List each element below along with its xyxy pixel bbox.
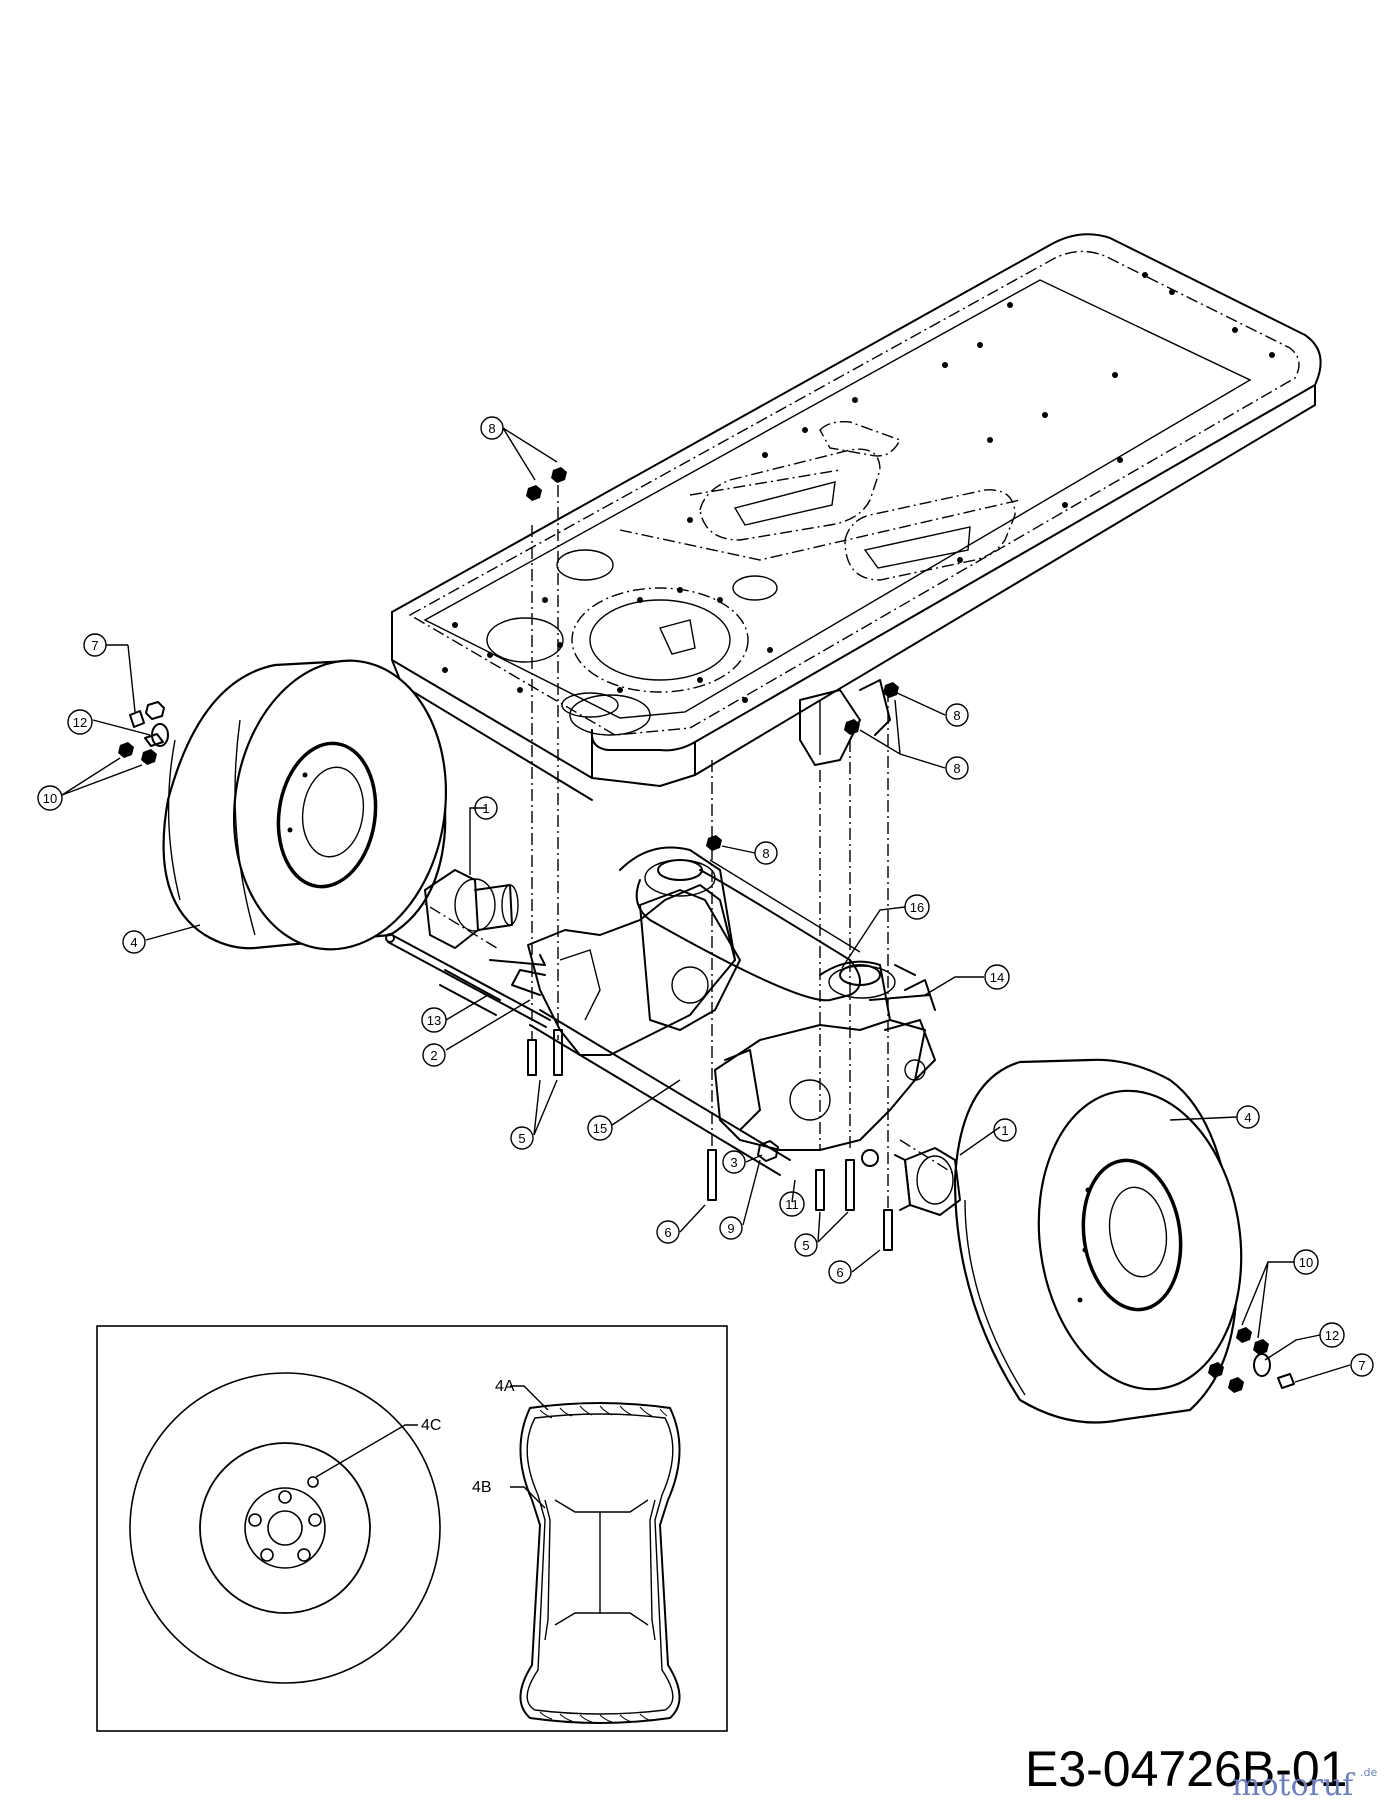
callout-3: 3 [722,1150,746,1174]
callout-label: 1 [1001,1123,1008,1138]
inset-label-4b: 4B [472,1479,492,1496]
watermark: motoruf [1232,1768,1355,1800]
callout-label: 15 [593,1121,607,1136]
callout-8-center: 8 [754,841,778,865]
callout-label: 2 [430,1048,437,1063]
callout-label: 7 [91,638,98,653]
callout-label: 11 [785,1197,799,1212]
callout-label: 16 [910,900,924,915]
callout-8-top: 8 [480,416,504,440]
callout-label: 12 [1325,1328,1339,1343]
callout-label: 6 [836,1265,843,1280]
callout-16: 16 [904,894,930,920]
callout-15: 15 [587,1115,613,1141]
leader-lines [61,427,1351,1383]
callout-4-right: 4 [1236,1105,1260,1129]
callout-10-left: 10 [37,785,63,811]
callout-label: 14 [990,970,1004,985]
callout-label: 8 [953,708,960,723]
callout-label: 10 [43,791,57,806]
callout-label: 8 [488,421,495,436]
callout-label: 6 [664,1225,671,1240]
callout-label: 13 [427,1013,441,1028]
callout-9: 9 [719,1216,743,1240]
callout-2: 2 [422,1043,446,1067]
inset-label-4c: 4C [421,1417,441,1434]
callout-8-right-lower: 8 [945,756,969,780]
callout-8-right-upper: 8 [945,703,969,727]
callout-label: 9 [727,1221,734,1236]
callout-10-right: 10 [1293,1249,1319,1275]
callout-12-left: 12 [67,709,93,735]
inset-label-4a: 4A [495,1378,515,1395]
callout-6-right: 6 [828,1260,852,1284]
callout-6-left: 6 [656,1220,680,1244]
callout-label: 4 [1244,1110,1251,1125]
callout-13: 13 [421,1007,447,1033]
callout-label: 1 [482,801,489,816]
callout-5-right: 5 [794,1233,818,1257]
callout-4-left: 4 [122,930,146,954]
diagram-code: E3-04726B-01 [1025,1741,1347,1797]
transaxle-assembly [385,846,936,1176]
callout-label: 3 [730,1155,737,1170]
callout-label: 5 [802,1238,809,1253]
left-hub [424,869,546,966]
callout-label: 8 [953,761,960,776]
callout-label: 7 [1358,1358,1365,1373]
callout-5-left: 5 [510,1126,534,1150]
inset-tire-cross-section [510,1385,681,1724]
callout-label: 12 [73,715,87,730]
callout-1-left: 1 [474,796,498,820]
callout-label: 4 [130,935,137,950]
right-rear-wheel [953,1058,1243,1424]
watermark-suffix: .de [1360,1766,1377,1779]
callout-bubbles: 8 8 8 8 7 12 10 4 1 16 14 13 2 15 5 3 6 … [37,416,1374,1377]
callout-label: 10 [1299,1255,1313,1270]
callout-label: 5 [518,1131,525,1146]
right-hub [861,1147,961,1216]
callout-14: 14 [984,964,1010,990]
chassis-frame [391,233,1322,801]
callout-7-right: 7 [1350,1353,1374,1377]
callout-7-left: 7 [83,633,107,657]
left-rear-wheel [162,659,448,951]
callout-label: 8 [762,846,769,861]
callout-12-right: 12 [1319,1322,1345,1348]
callout-11: 11 [779,1191,805,1217]
callout-1-right: 1 [993,1118,1017,1142]
fasteners [118,467,1295,1393]
wheel-detail-inset: 4A 4B 4C [96,1325,728,1732]
inset-wheel-front-view [129,1372,441,1684]
